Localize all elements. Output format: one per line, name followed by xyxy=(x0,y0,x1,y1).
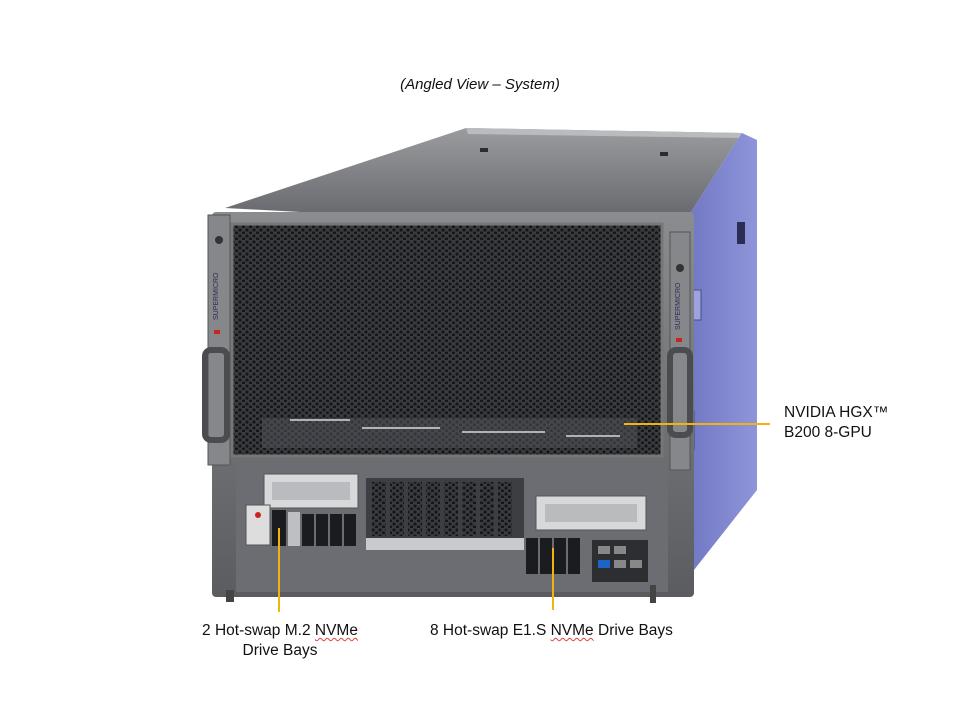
gpu-tray-mesh xyxy=(230,222,664,458)
brand-text-left: SUPERMICRO xyxy=(213,272,220,320)
chassis-top xyxy=(225,128,742,232)
gpu-callout-label: NVIDIA HGX™ B200 8-GPU xyxy=(784,404,889,441)
brand-text-right: SUPERMICRO xyxy=(675,282,682,330)
m2-drive-bays xyxy=(272,510,300,546)
e1s-drive-bays-left xyxy=(302,514,356,546)
e1s-callout-label: 8 Hot-swap E1.S NVMe Drive Bays xyxy=(430,622,673,639)
figure-caption: (Angled View – System) xyxy=(400,76,560,93)
m2-callout-label: 2 Hot-swap M.2 NVMe Drive Bays xyxy=(202,622,358,659)
e1s-drive-bays-right xyxy=(526,538,580,574)
